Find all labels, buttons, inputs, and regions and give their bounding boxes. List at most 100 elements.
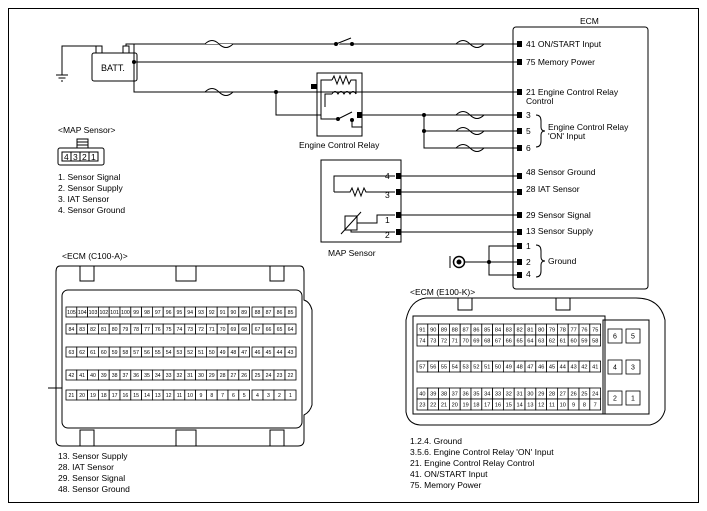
ecm-k-pin: 23 [419,403,425,409]
ecm-a-pin: 77 [144,327,150,333]
ecm-a-pin: 61 [90,350,96,356]
ecm-a-pin: 5 [243,393,246,399]
ecm-k-pin: 90 [430,328,436,334]
ecm-k-pin: 28 [549,392,555,398]
battery-box [91,52,138,82]
ecm-k-pin: 42 [581,365,587,371]
ecm-a-pin-cell [284,346,297,358]
ecm-k-pin: 10 [560,403,566,409]
ecm-a-pin: 80 [112,327,118,333]
ecm-a-pin: 14 [144,393,150,399]
ecm-k-pin: 91 [419,328,425,334]
ecm-a-pin: 9 [200,393,203,399]
ecm-a-pin: 67 [255,327,261,333]
ecm-a-pin: 49 [220,350,226,356]
ecm-k-pin: 2 [613,396,617,403]
ecm-a-pin: 96 [166,310,172,316]
ecm-k-connector [405,297,666,426]
ecm-k-pin: 8 [583,403,586,409]
ecm-a-pin: 93 [198,310,204,316]
ecm-a-pin-cell [238,306,251,318]
ecm-k-pin: 84 [495,328,501,334]
ecm-k-pin: 55 [441,365,447,371]
ecm-a-pin: 6 [232,393,235,399]
ecm-k-pin-cell [607,328,623,344]
ecm-k-pin: 39 [430,392,436,398]
ecm-a-pin: 13 [155,393,161,399]
ecm-k-pin: 61 [560,339,566,345]
ecm-k-pin: 40 [419,392,425,398]
ecm-pin-label: 28 IAT Sensor [526,184,580,194]
map-pin-label: 3 [385,190,390,200]
ecm-k-pin-cell [589,398,601,411]
engine-control-relay-label: Engine Control Relay [299,140,380,150]
map-connector-title: <MAP Sensor> [58,125,116,135]
ecm-a-pin: 86 [277,310,283,316]
ecm-a-legend: 13. Sensor Supply 28. IAT Sensor 29. Sen… [58,451,130,495]
ecm-k-pin: 18 [473,403,479,409]
engine-control-relay-box [316,72,363,137]
ecm-a-pin: 38 [112,373,118,379]
ecm-k-pin: 5 [631,334,635,341]
ecm-pin-label: 21 Engine Control Relay [526,87,619,97]
ecm-k-pin-cell [625,390,641,406]
legend-item: 2. Sensor Supply [58,183,123,193]
ecm-k-pin-cell [625,359,641,375]
ecm-a-pin: 34 [155,373,161,379]
ecm-a-pin: 94 [187,310,193,316]
ecm-k-pin: 51 [484,365,490,371]
ecm-a-pin: 95 [177,310,183,316]
ecm-a-pin: 25 [255,373,261,379]
ecm-pin-label: 41 ON/START Input [526,39,602,49]
ecm-a-pin: 28 [220,373,226,379]
ecm-a-pin: 52 [187,350,193,356]
ecm-k-pin: 26 [570,392,576,398]
ignition-switch [335,37,352,45]
ecm-pin-label: Control [526,96,554,106]
ecm-a-pin: 98 [144,310,150,316]
ecm-k-pin: 66 [506,339,512,345]
page-frame [8,8,699,503]
ecm-a-title: <ECM (C100-A)> [62,251,128,261]
ecm-a-pin: 57 [133,350,139,356]
ecm-k-pin: 69 [473,339,479,345]
ecm-k-pin: 56 [430,365,436,371]
ecm-a-pin: 99 [133,310,139,316]
ecm-pin-label: 13 Sensor Supply [526,226,594,236]
ecm-pin-labels: 41 ON/START Input 75 Memory Power 21 Eng… [526,39,629,279]
ecm-a-pin: 66 [266,327,272,333]
map-pin-label: 4 [385,171,390,181]
battery-label: BATT. [101,63,125,73]
ecm-pin-label: 4 [526,269,531,279]
fuse [204,88,234,96]
ecm-a-pin: 85 [288,310,294,316]
relay-resistor [331,74,357,94]
ecm-a-pin: 58 [123,350,129,356]
relay-contact [337,111,353,120]
ecm-a-pin: 87 [266,310,272,316]
ecm-pin-label: 3 [526,110,531,120]
ecm-k-pin: 7 [594,403,597,409]
ecm-k-pin: 78 [560,328,566,334]
ecm-a-pin: 39 [101,373,107,379]
ecm-k-legend: 1.2.4. Ground 3.5.6. Engine Control Rela… [410,436,554,491]
ecm-k-pin: 68 [484,339,490,345]
legend-item: 29. Sensor Signal [58,473,126,483]
ecm-a-pin: 101 [110,310,119,316]
ecm-a-pin: 11 [177,393,182,399]
ecm-k-pin: 14 [516,403,522,409]
ecm-k-pin: 45 [549,365,555,371]
ecm-k-pin: 52 [473,365,479,371]
ecm-k-pin: 83 [506,328,512,334]
ecm-a-pin: 70 [220,327,226,333]
ecm-a-pin: 18 [101,393,107,399]
ecm-a-pin: 15 [133,393,139,399]
ecm-k-pin: 13 [527,403,533,409]
ecm-k-pin: 3 [631,365,635,372]
ecm-a-pin: 22 [288,373,294,379]
ecm-a-pin: 100 [121,310,130,316]
ecm-a-pin: 84 [69,327,75,333]
ecm-a-connector [48,265,313,447]
